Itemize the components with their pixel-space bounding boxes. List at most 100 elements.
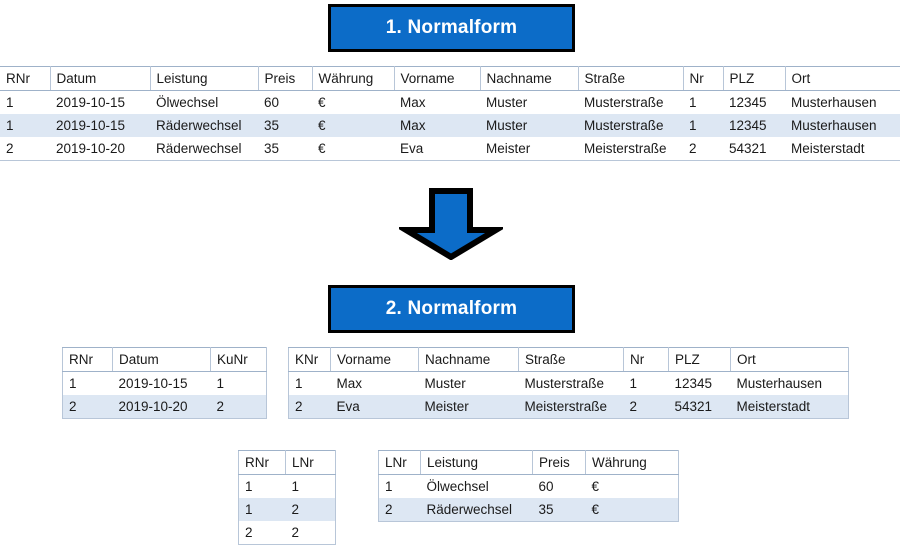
table-cell: 12345 <box>729 95 767 110</box>
table-cell: € <box>318 141 326 156</box>
table-cell: Musterstraße <box>578 114 683 137</box>
table-cell: 2 <box>288 395 331 419</box>
table-cell: 2 <box>245 525 253 540</box>
table-cell: 2019-10-15 <box>50 114 150 137</box>
table-cell: € <box>585 498 679 522</box>
table-cell: Max <box>400 95 426 110</box>
table-cell: Meisterstadt <box>730 395 849 419</box>
table-cell: 1 <box>6 95 14 110</box>
table-cell: 2019-10-20 <box>112 395 211 419</box>
table-cell: 2 <box>689 141 697 156</box>
table-cell: 2 <box>210 395 267 419</box>
column-header-lnr: LNr <box>285 450 336 475</box>
table-cell: Meister <box>418 395 519 419</box>
banner-first-normal-form: 1. Normalform <box>328 4 575 52</box>
column-header-nr: Nr <box>623 347 669 372</box>
down-arrow-icon <box>399 188 503 260</box>
column-header-w-hrung: Währung <box>585 450 679 475</box>
table-cell: Meisterstadt <box>791 141 865 156</box>
column-header-leistung: Leistung <box>150 66 259 91</box>
table-cell: 2 <box>623 395 669 419</box>
column-header-datum: Datum <box>112 347 211 372</box>
table-cell: 2 <box>291 525 300 540</box>
column-header-lnr: LNr <box>378 450 421 475</box>
table-cell: Eva <box>400 141 424 156</box>
column-header-preis: Preis <box>532 450 586 475</box>
table-cell: Musterstraße <box>584 95 664 110</box>
table-cell: 2 <box>62 395 113 419</box>
table-cell: 12345 <box>674 376 713 391</box>
table-cell: Räderwechsel <box>420 498 533 522</box>
column-header-knr: KNr <box>288 347 331 372</box>
table-cell: 1 <box>238 498 286 521</box>
table-cell: Muster <box>424 376 466 391</box>
table-cell: 1 <box>69 376 77 391</box>
column-header-stra-e: Straße <box>518 347 624 372</box>
table-cell: Ölwechsel <box>156 95 219 110</box>
table-cell: 60 <box>264 95 280 110</box>
table-cell: 1 <box>245 479 253 494</box>
table-cell: 1 <box>216 376 225 391</box>
table-cell: 35 <box>258 114 312 137</box>
column-header-nachname: Nachname <box>418 347 519 372</box>
table-cell: 1 <box>689 95 697 110</box>
column-header-leistung: Leistung <box>420 450 533 475</box>
table-cell: 54321 <box>668 395 731 419</box>
table-cell: Räderwechsel <box>150 114 258 137</box>
table-cell: 60 <box>538 479 554 494</box>
table-cell: 1 <box>0 114 50 137</box>
table-cell: 12345 <box>723 114 785 137</box>
banner-second-normal-form: 2. Normalform <box>328 285 575 333</box>
column-header-nachname: Nachname <box>480 66 579 91</box>
table-cell: € <box>591 479 600 494</box>
table-cell: Muster <box>480 114 578 137</box>
column-header-rnr: RNr <box>0 66 51 91</box>
table-cell: € <box>318 95 326 110</box>
column-header-ort: Ort <box>730 347 849 372</box>
table-cell: 2 <box>378 498 421 522</box>
table-cell: 35 <box>532 498 586 522</box>
table-cell: 1 <box>385 479 393 494</box>
table-cell: 2019-10-15 <box>118 376 188 391</box>
table-cell: 2 <box>6 141 14 156</box>
table-cell: 1 <box>291 479 300 494</box>
column-header-nr: Nr <box>683 66 724 91</box>
table-cell: 1 <box>683 114 723 137</box>
table-cell: Meister <box>486 141 531 156</box>
table-row: 1 2019-10-15 1 <box>63 372 267 396</box>
table-cell: Musterhausen <box>736 376 823 391</box>
table-cell: Max <box>336 376 363 391</box>
table-cell: Muster <box>486 95 528 110</box>
column-header-rnr: RNr <box>62 347 113 372</box>
column-header-w-hrung: Währung <box>312 66 395 91</box>
column-header-kunr: KuNr <box>210 347 267 372</box>
table-cell: 1 <box>629 376 638 391</box>
table-cell: Max <box>394 114 480 137</box>
